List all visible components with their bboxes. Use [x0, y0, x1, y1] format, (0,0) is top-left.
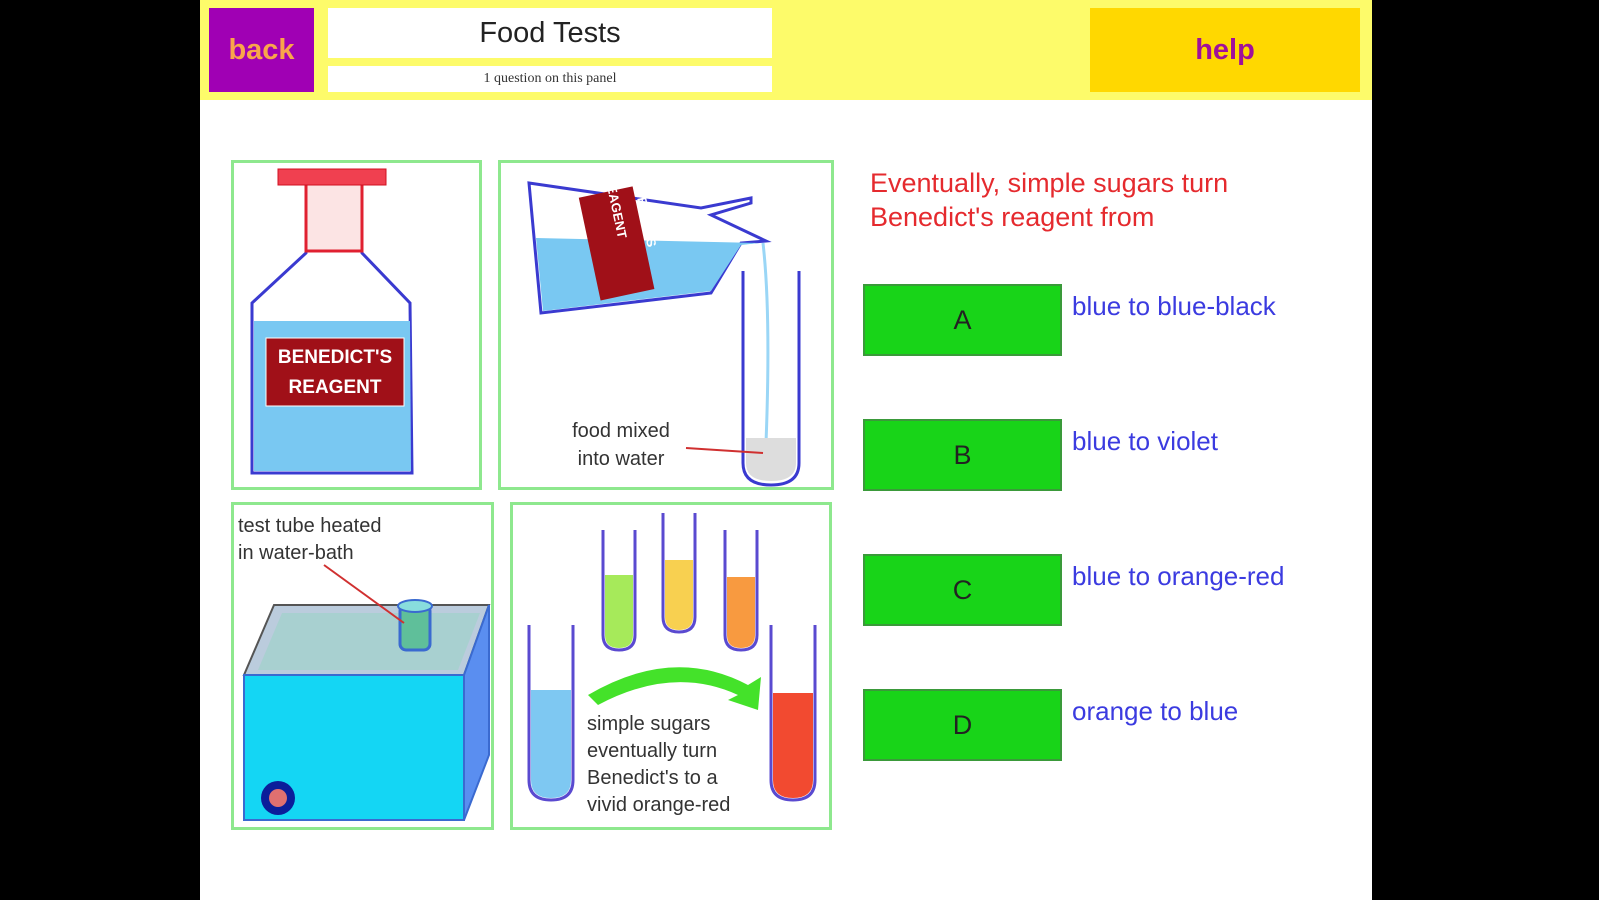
- bottle-label: BENEDICT'S REAGENT: [266, 343, 404, 403]
- answer-b-text: blue to violet: [1072, 426, 1218, 456]
- answer-a-text: blue to blue-black: [1072, 291, 1276, 321]
- back-button[interactable]: back: [209, 8, 314, 92]
- result-caption-line: Benedict's to a: [587, 767, 718, 789]
- food-caption-line1: food mixed: [572, 420, 670, 442]
- question-line2: Benedict's reagent from: [870, 202, 1155, 232]
- bath-caption: test tube heated in water-bath: [238, 513, 381, 567]
- water-bath-illustration: [242, 564, 491, 821]
- header-bar: back Food Tests 1 question on this panel…: [200, 0, 1372, 100]
- food-caption-line2: into water: [577, 448, 665, 470]
- quiz-page: back Food Tests 1 question on this panel…: [200, 0, 1372, 900]
- result-panel: simple sugars eventually turn Benedict's…: [510, 502, 832, 830]
- answer-b-button[interactable]: B: [863, 419, 1062, 491]
- answer-d-button[interactable]: D: [863, 689, 1062, 761]
- food-caption: food mixed into water: [556, 417, 686, 473]
- water-bath-panel: test tube heated in water-bath: [231, 502, 494, 830]
- result-caption: simple sugars eventually turn Benedict's…: [587, 711, 730, 819]
- result-caption-line: simple sugars: [587, 713, 711, 735]
- bath-caption-line1: test tube heated: [238, 515, 382, 537]
- answer-d-text: orange to blue: [1072, 696, 1239, 726]
- reagent-bottle-panel: BENEDICT'S REAGENT: [231, 160, 482, 490]
- page-subtitle: 1 question on this panel: [328, 66, 772, 92]
- reagent-bottle-illustration: [250, 168, 414, 475]
- result-illustration: [527, 513, 817, 802]
- answer-c-button[interactable]: C: [863, 554, 1062, 626]
- answer-a-button[interactable]: A: [863, 284, 1062, 356]
- result-caption-line: eventually turn: [587, 740, 718, 762]
- page-title: Food Tests: [328, 8, 772, 58]
- result-caption-line: vivid orange-red: [587, 794, 731, 816]
- bottle-label-line1: BENEDICT'S: [277, 347, 393, 368]
- bottle-label-line2: REAGENT: [288, 377, 382, 398]
- answer-c-text: blue to orange-red: [1072, 561, 1285, 591]
- question-line1: Eventually, simple sugars turn: [870, 168, 1229, 198]
- help-button[interactable]: help: [1090, 8, 1360, 92]
- pouring-illustration: [527, 181, 801, 487]
- bath-caption-line2: in water-bath: [238, 542, 354, 564]
